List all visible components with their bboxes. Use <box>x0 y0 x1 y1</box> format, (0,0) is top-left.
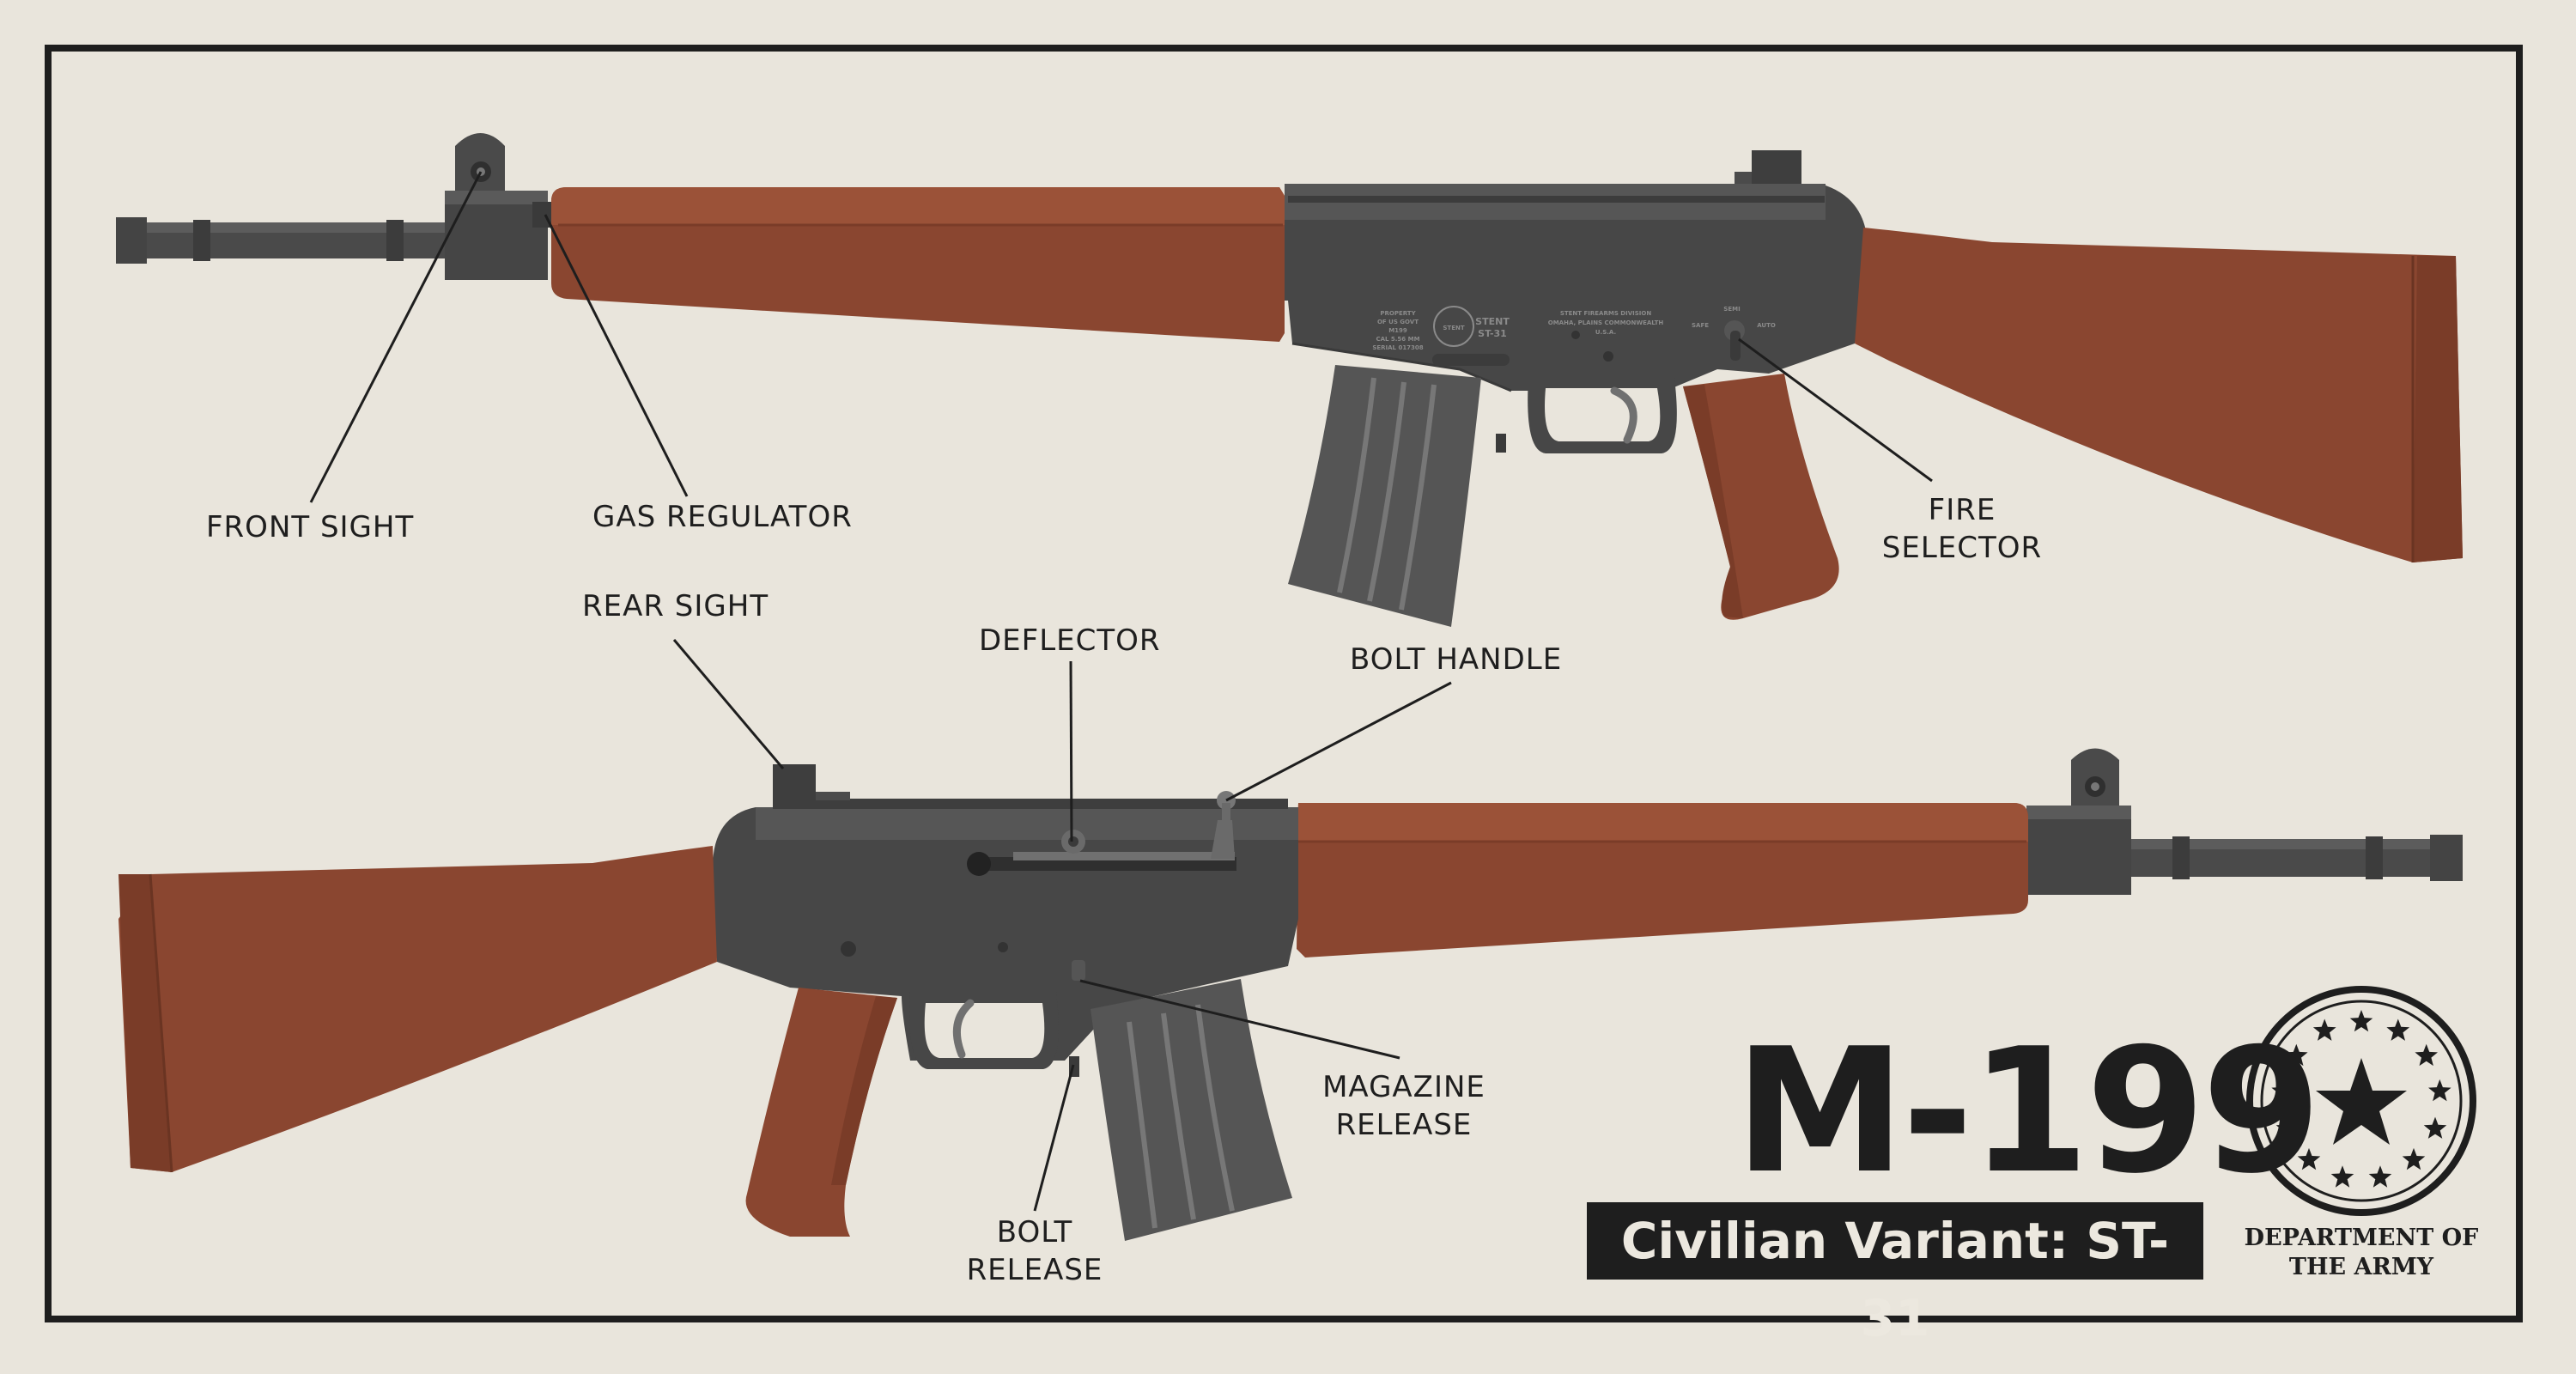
bottom-stock <box>118 846 717 1173</box>
star-icon <box>2423 1116 2447 1139</box>
label-bolt-release: BOLT RELEASE <box>953 1213 1116 1289</box>
star-icon <box>2271 1079 2294 1102</box>
marking-property-1: PROPERTY <box>1380 310 1416 317</box>
label-deflector: DEFLECTOR <box>979 623 1161 658</box>
leader-deflector <box>1069 660 1073 842</box>
bottom-lower-receiver <box>713 919 1298 1077</box>
star-icon <box>2349 1010 2373 1032</box>
top-upper-receiver <box>1285 150 1868 301</box>
marking-property-4: CAL 5.56 MM <box>1376 336 1419 343</box>
bottom-front-sight <box>2026 748 2131 895</box>
leader-bolt-release <box>1033 1064 1075 1212</box>
leader-gas-regulator <box>544 214 689 497</box>
marking-semi: SEMI <box>1723 306 1740 313</box>
label-bolt-release-line2: RELEASE <box>966 1253 1103 1287</box>
marking-auto: AUTO <box>1757 322 1776 329</box>
label-front-sight: FRONT SIGHT <box>206 510 415 544</box>
leader-front-sight <box>309 171 483 503</box>
marking-maker-1: STENT FIREARMS DIVISION <box>1560 310 1652 317</box>
star-icon <box>2368 1165 2392 1188</box>
label-rear-sight: REAR SIGHT <box>582 589 769 623</box>
bottom-barrel <box>2129 835 2463 881</box>
bottom-upper-receiver <box>713 764 1298 919</box>
seal-small-stars <box>2271 1010 2451 1188</box>
marking-maker-2: OMAHA, PLAINS COMMONWEALTH <box>1548 319 1664 326</box>
rifle-top: PROPERTY OF US GOVT M199 CAL 5.56 MM SER… <box>116 133 2463 627</box>
top-receiver-markings: PROPERTY OF US GOVT M199 CAL 5.56 MM SER… <box>1372 306 1776 351</box>
top-lower-receiver <box>1288 301 1863 453</box>
top-barrel <box>116 217 447 264</box>
star-icon <box>2297 1147 2321 1170</box>
label-magazine-release-line1: MAGAZINE <box>1322 1070 1485 1104</box>
label-bolt-handle: BOLT HANDLE <box>1350 642 1563 677</box>
top-front-sight <box>445 133 551 280</box>
top-pistol-grip <box>1683 374 1839 620</box>
army-seal <box>2246 986 2476 1216</box>
label-magazine-release: MAGAZINE RELEASE <box>1322 1068 1485 1144</box>
variant-subtitle: Civilian Variant: ST-31 <box>1587 1202 2203 1347</box>
marking-property-5: SERIAL 017308 <box>1372 344 1423 351</box>
bottom-pistol-grip <box>745 988 897 1237</box>
seal-caption: DEPARTMENT OF THE ARMY <box>2224 1224 2499 1282</box>
label-gas-regulator: GAS REGULATOR <box>592 500 853 534</box>
bottom-magazine <box>1091 979 1292 1241</box>
marking-brand-2: ST-31 <box>1478 328 1507 339</box>
star-icon <box>2415 1043 2438 1067</box>
seal-caption-line2: THE ARMY <box>2288 1254 2434 1280</box>
bottom-handguard <box>1297 803 2028 958</box>
star-icon <box>2275 1116 2300 1139</box>
label-fire-selector-line2: SELECTOR <box>1881 531 2043 565</box>
star-icon <box>2428 1079 2451 1102</box>
leader-fire-selector <box>1738 337 1933 483</box>
label-fire-selector-line1: FIRE <box>1928 493 1996 527</box>
star-icon <box>2402 1147 2426 1170</box>
leader-rear-sight <box>672 639 785 769</box>
leader-lines <box>309 171 1933 1212</box>
label-bolt-release-line1: BOLT <box>996 1215 1073 1249</box>
star-icon <box>2330 1165 2354 1188</box>
marking-brand-1: STENT <box>1475 316 1510 327</box>
top-stock <box>1855 228 2463 562</box>
star-icon <box>2316 1058 2407 1145</box>
model-title: M-199 <box>1735 1012 2322 1212</box>
label-magazine-release-line2: RELEASE <box>1335 1108 1473 1142</box>
leader-magazine-release <box>1079 979 1400 1060</box>
marking-property-3: M199 <box>1388 327 1407 334</box>
star-icon <box>2285 1043 2308 1067</box>
marking-property-2: OF US GOVT <box>1377 319 1419 325</box>
seal-caption-line1: DEPARTMENT OF <box>2244 1225 2479 1251</box>
top-magazine <box>1288 365 1481 627</box>
label-fire-selector: FIRE SELECTOR <box>1880 491 2044 567</box>
poster-border <box>45 45 2523 1322</box>
rifle-bottom <box>118 748 2463 1241</box>
leader-bolt-handle <box>1225 681 1452 802</box>
marking-safe: SAFE <box>1692 322 1709 329</box>
top-handguard <box>551 187 1285 342</box>
star-icon <box>2312 1018 2336 1041</box>
star-icon <box>2386 1018 2410 1041</box>
marking-logo: STENT <box>1443 325 1464 331</box>
marking-maker-3: U.S.A. <box>1595 329 1616 336</box>
